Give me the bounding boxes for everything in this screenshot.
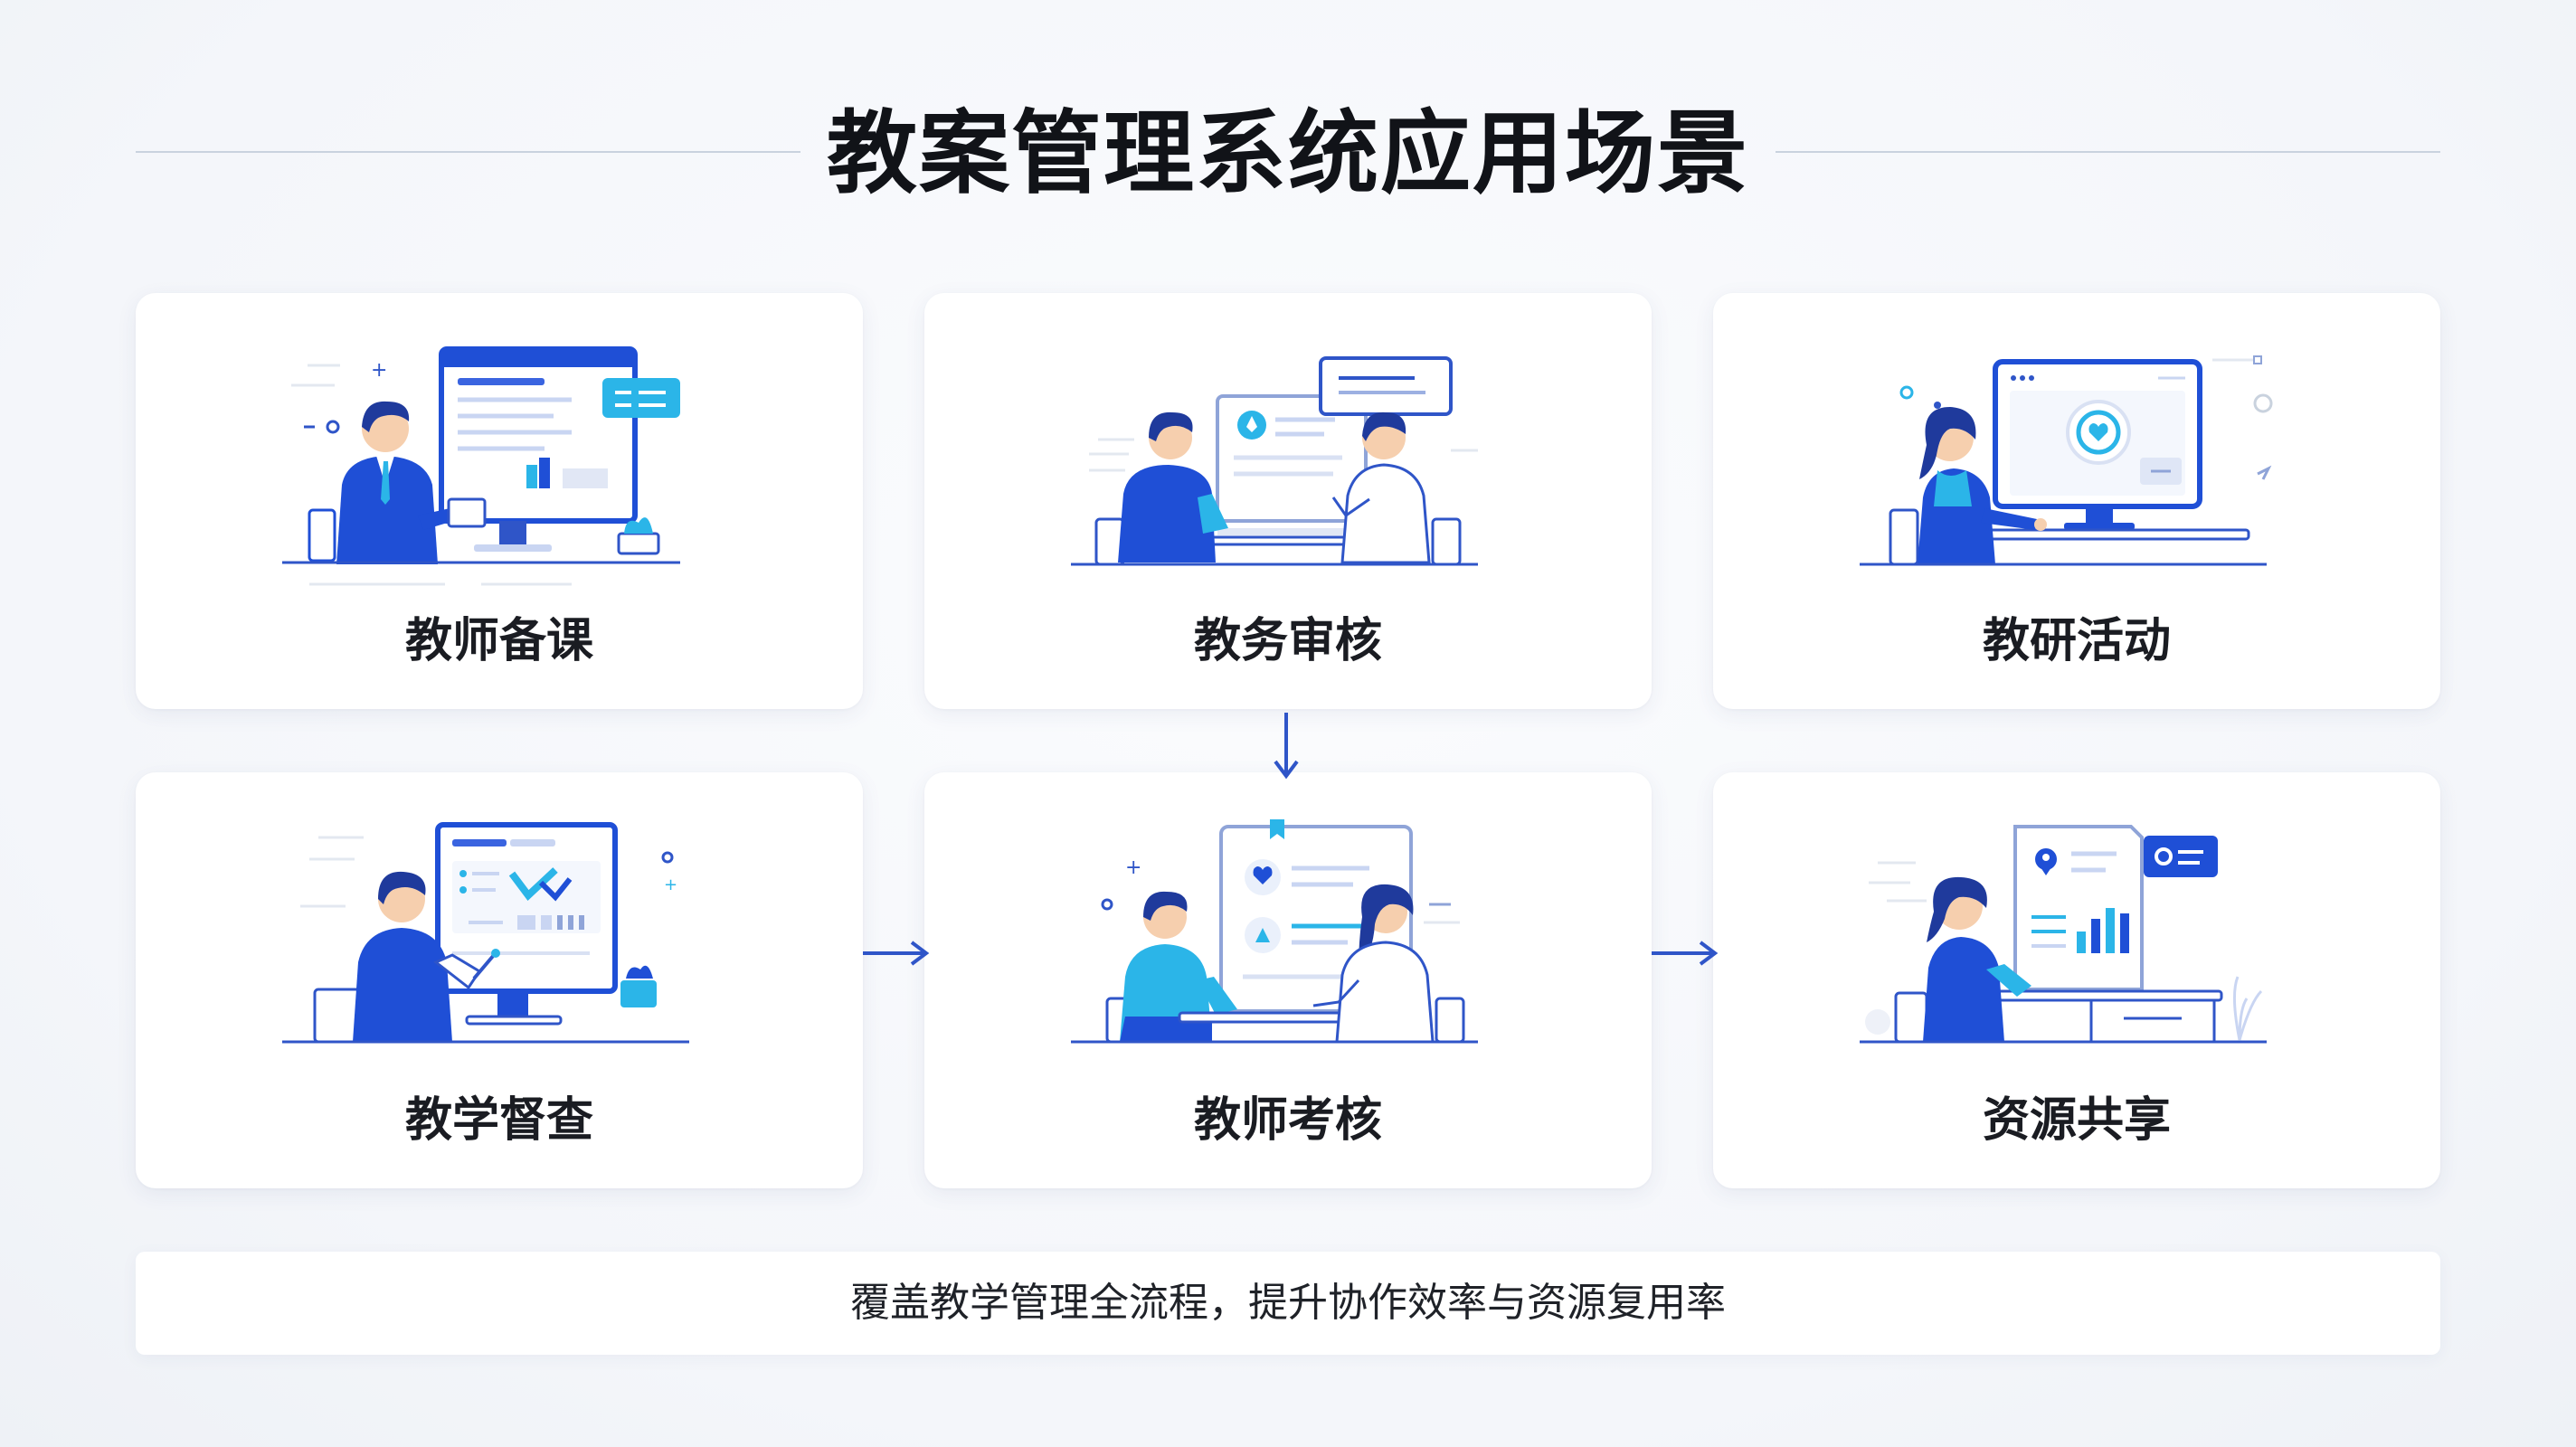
title-row: 教案管理系统应用场景 (136, 95, 2440, 213)
card-label: 教学督查 (404, 1093, 593, 1148)
arrow-right-icon (863, 941, 930, 966)
teaching-research-icon (1860, 355, 2273, 566)
card-resource-sharing: 资源共享 (1713, 772, 2440, 1188)
card-teaching-supervision: + (136, 772, 863, 1188)
card-label: 资源共享 (1982, 1093, 2171, 1148)
card-label: 教务审核 (1193, 614, 1382, 668)
teaching-supervision-icon: + (282, 822, 689, 1044)
teacher-assessment-icon: + + (1071, 819, 1478, 1044)
teacher-preparing-lesson-icon: + (282, 346, 680, 586)
card-label: 教师备课 (404, 614, 593, 668)
title-divider-left (136, 151, 800, 153)
academic-review-icon (1071, 356, 1478, 566)
card-teacher-assessment: + + (924, 772, 1652, 1188)
title-divider-right (1776, 151, 2440, 153)
card-teacher-preparation: + (136, 293, 863, 709)
svg-text:+: + (371, 359, 387, 382)
card-teaching-research: 教研活动 (1713, 293, 2440, 709)
card-academic-review: 教务审核 (924, 293, 1652, 709)
footer-summary: 覆盖教学管理全流程，提升协作效率与资源复用率 (136, 1252, 2440, 1355)
card-label: 教师考核 (1193, 1093, 1382, 1148)
svg-text:+: + (664, 875, 677, 894)
arrow-right-icon (1652, 941, 1719, 966)
resource-sharing-icon (1860, 825, 2267, 1044)
card-label: 教研活动 (1982, 614, 2171, 668)
footer-text: 覆盖教学管理全流程，提升协作效率与资源复用率 (850, 1280, 1726, 1326)
page-title: 教案管理系统应用场景 (827, 100, 1749, 206)
svg-text:+: + (1125, 856, 1141, 879)
arrow-down-icon (1274, 713, 1299, 780)
